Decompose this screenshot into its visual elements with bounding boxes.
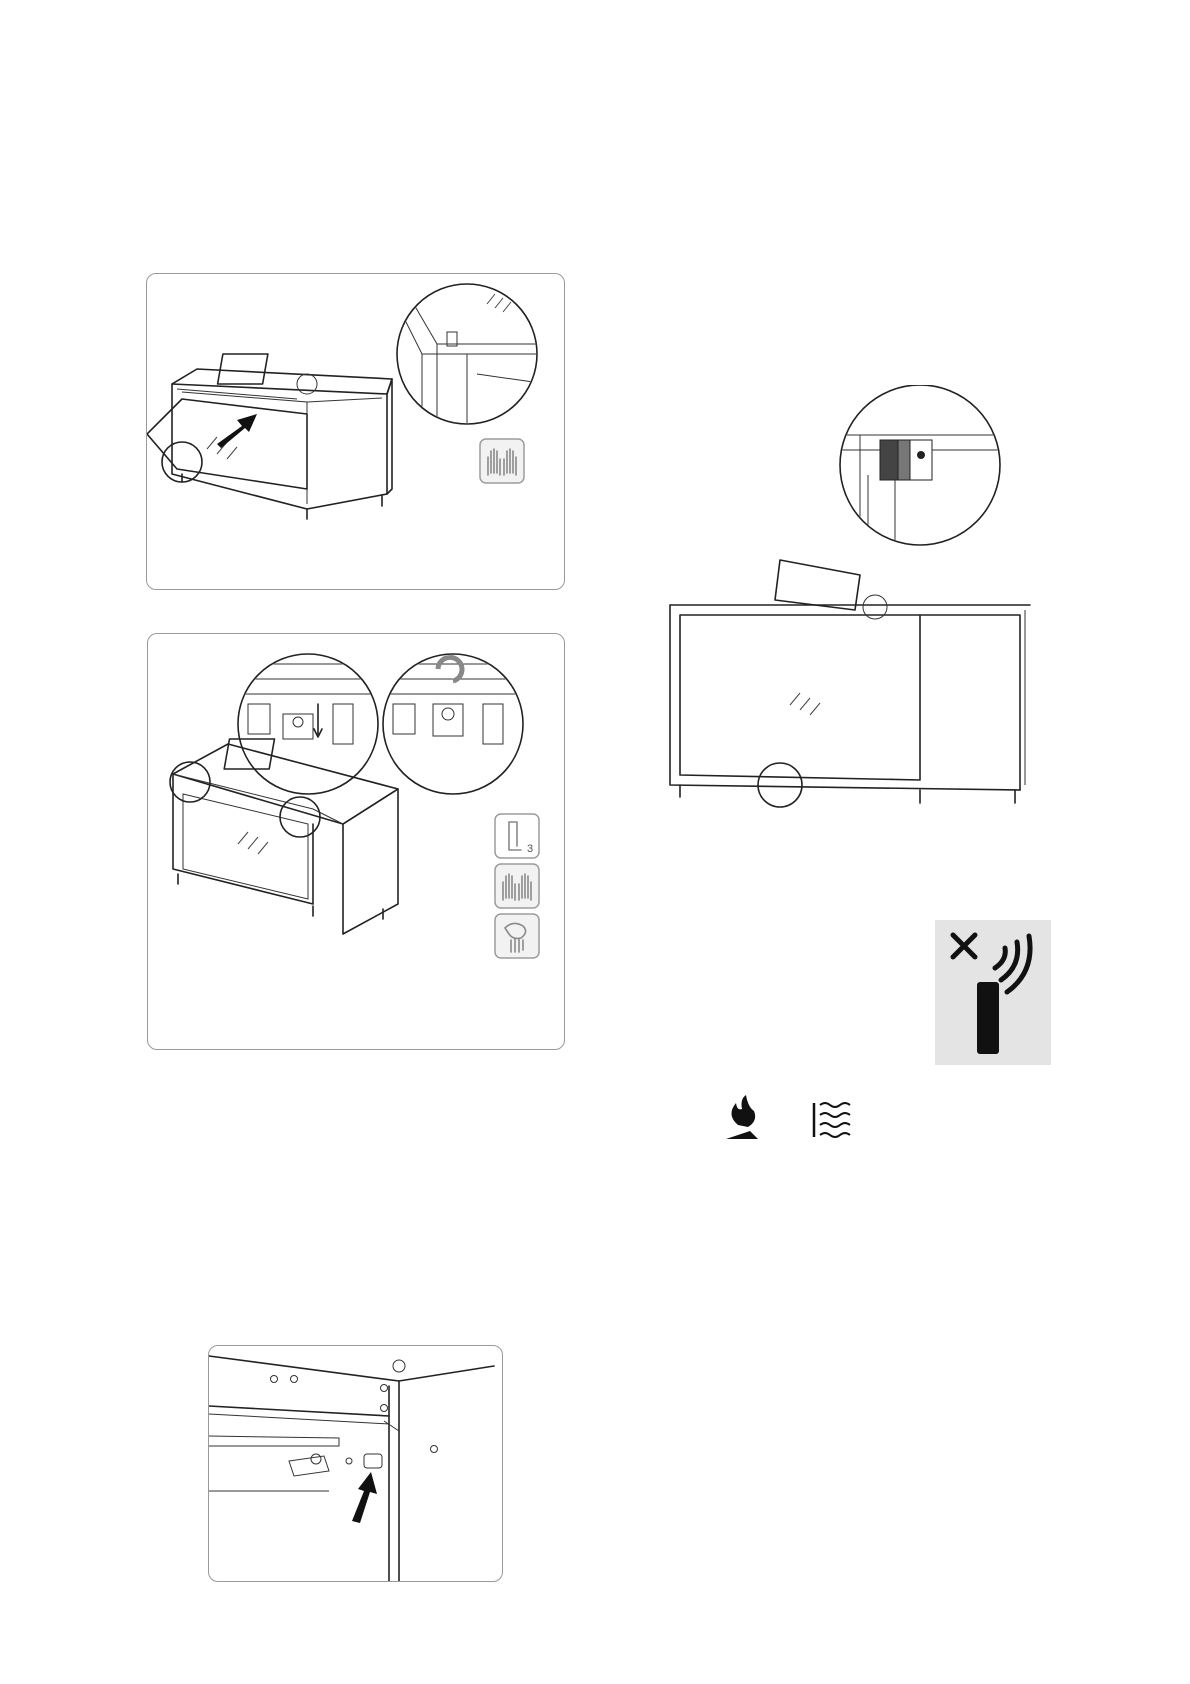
glass-clamps-drawing: 3 bbox=[148, 634, 564, 1049]
front-assembly-drawing bbox=[209, 1346, 502, 1581]
figure-glass-clamps: 3 bbox=[147, 633, 565, 1050]
cloth-icon bbox=[495, 914, 539, 958]
flame-icon bbox=[726, 1095, 758, 1139]
figure-front-assembly bbox=[208, 1345, 503, 1582]
hex-key-icon: 3 bbox=[495, 814, 539, 858]
bracket-detail-circle bbox=[840, 385, 1020, 565]
glass-insertion-drawing bbox=[147, 274, 564, 589]
gloves-icon bbox=[480, 439, 524, 483]
corner-detail-circle bbox=[387, 284, 547, 424]
hex-key-size: 3 bbox=[527, 843, 533, 855]
fireplace-front bbox=[670, 560, 1030, 807]
heat-waves-icon bbox=[814, 1103, 850, 1137]
fireplace-body bbox=[170, 739, 398, 934]
figure-function-icons bbox=[720, 1095, 860, 1145]
sensor-bracket-drawing bbox=[640, 385, 1040, 845]
cross-mark-icon bbox=[953, 935, 975, 957]
function-icons-row bbox=[720, 1095, 860, 1145]
clamp-detail-circle-1 bbox=[228, 654, 398, 794]
figure-remote-control bbox=[935, 920, 1051, 1065]
figure-sensor-bracket bbox=[640, 385, 1040, 845]
insert-arrow bbox=[217, 414, 257, 448]
figure-glass-insertion bbox=[146, 273, 565, 590]
push-arrow bbox=[352, 1472, 377, 1523]
fireplace-body bbox=[147, 354, 392, 519]
signal-waves-icon bbox=[995, 936, 1030, 992]
sensor-location-circle bbox=[758, 763, 802, 807]
clamp-detail-circle-2 bbox=[373, 654, 538, 794]
remote-control-icon bbox=[935, 920, 1051, 1065]
right-clamp-circle bbox=[280, 797, 320, 837]
gloves-icon bbox=[495, 864, 539, 908]
